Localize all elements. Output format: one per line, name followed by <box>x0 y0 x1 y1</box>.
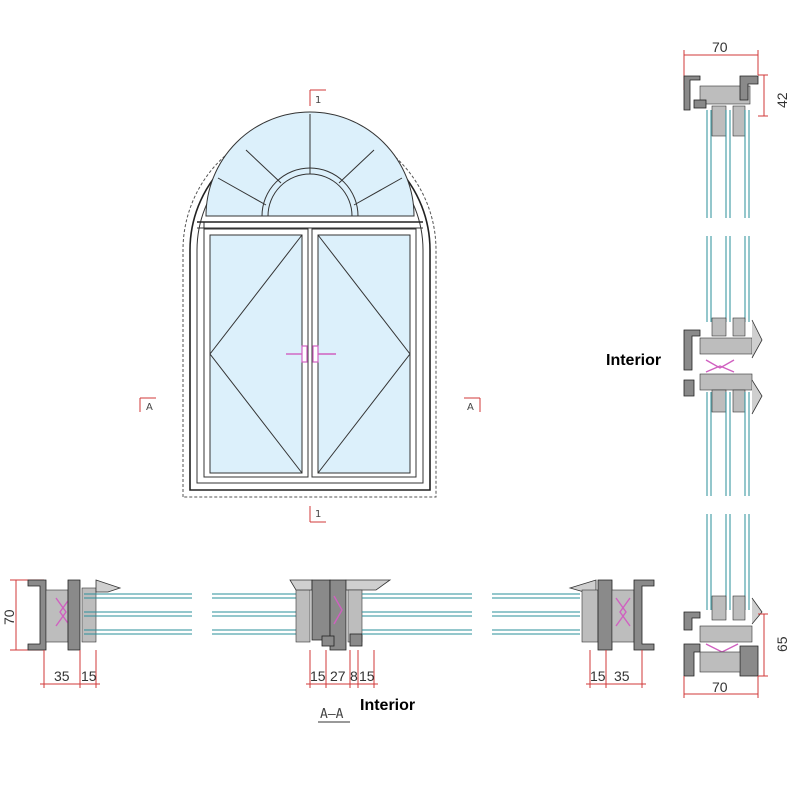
cut-mark-top: 1 <box>309 89 326 106</box>
dim-right-a: 15 <box>590 668 606 684</box>
right-jamb-gasket-icon <box>615 597 631 627</box>
dim-top-height: 42 <box>774 92 790 108</box>
left-jamb-gasket-icon <box>55 597 71 627</box>
arch-bar-5 <box>353 177 403 206</box>
cut-mark-left: A <box>139 397 156 413</box>
cut-mark-bottom-text: 1 <box>315 509 321 520</box>
vertical-section: 70 42 <box>606 39 790 698</box>
cut-mark-left-text: A <box>146 402 153 413</box>
cut-mark-top-text: 1 <box>315 95 321 106</box>
arch-bar-4 <box>217 177 267 206</box>
left-sash-frame <box>203 228 309 478</box>
dim-mid-a: 15 <box>310 668 326 684</box>
right-sash-open-mark <box>317 234 411 474</box>
left-sash-open-mark <box>209 234 303 474</box>
dim-right-b: 35 <box>614 668 630 684</box>
cut-mark-right-text: A <box>467 402 474 413</box>
cut-mark-right: A <box>464 397 481 413</box>
interior-label-right: Interior <box>606 352 661 369</box>
transom-gasket-icon <box>705 359 735 373</box>
dim-left-a: 35 <box>54 668 70 684</box>
right-sash-frame <box>311 228 417 478</box>
handle-icon <box>286 345 336 363</box>
cut-mark-bottom: 1 <box>309 506 326 523</box>
arch-bar-2 <box>245 149 282 184</box>
dim-left-b: 15 <box>81 668 97 684</box>
window-elevation: 1 1 A A <box>139 89 481 523</box>
dim-bottom-height: 65 <box>774 636 790 652</box>
section-aa-label: A–A <box>320 707 344 722</box>
dim-mid-d: 15 <box>359 668 375 684</box>
mullion-gasket-icon <box>333 595 343 625</box>
dim-mid-c: 8 <box>350 668 358 684</box>
dim-top-width: 70 <box>712 39 728 55</box>
dim-bottom-width: 70 <box>712 679 728 695</box>
arch-inner-ring-2 <box>267 173 353 217</box>
arch-bar-3 <box>338 149 375 184</box>
dim-mid-b: 27 <box>330 668 346 684</box>
horizontal-section: 70 <box>1 579 655 723</box>
dim-frame-depth: 70 <box>1 609 17 625</box>
interior-label-bottom: Interior <box>360 697 415 714</box>
